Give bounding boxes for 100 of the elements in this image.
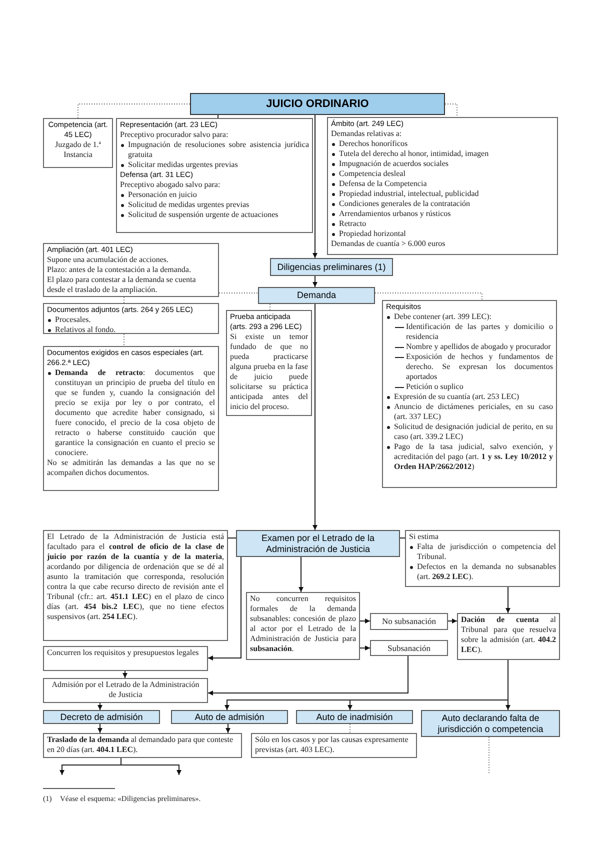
- arrow: [120, 764, 182, 776]
- list-item: Propiedad horizontal: [331, 229, 554, 239]
- arrow: [298, 556, 304, 592]
- list-item: Solicitud de designación judicial de perito, en su caso (art. 339.2 LEC): [386, 422, 553, 442]
- dotted-connector: [444, 104, 458, 118]
- box-label: Demanda: [296, 290, 336, 301]
- list-item: Solicitud de medidas urgentes previas: [120, 200, 309, 210]
- box-text: Concurren los requisitos y presupuestos legales: [47, 648, 200, 658]
- box-label: Auto de admisión: [194, 712, 264, 722]
- info-box: [43, 678, 208, 703]
- stage-box: [296, 710, 413, 724]
- box-label: Auto declarando falta de jurisdicción o competencia: [436, 712, 544, 734]
- list-item: Exposición de hechos y fundamentos de derecho. Se expresan los documentos aportados: [386, 352, 553, 382]
- box-text: No concurren requisitos formales de la demanda subsanables: concesión de plazo al actor por el Letrado de la Administración de Justicia para subsanación.: [250, 594, 356, 654]
- stage-box: [421, 710, 560, 737]
- dotted-connector: [78, 104, 190, 118]
- list-item: Condiciones generales de la contratación: [331, 199, 554, 209]
- box-text: Plazo: antes de la contestación a la demanda.: [47, 265, 192, 275]
- box-text: Traslado de la demanda al demandado para que conteste en 20 días (art. 404.1 LEC).: [47, 735, 234, 755]
- info-box: [43, 530, 228, 641]
- box-text: Dación de cuenta al Tribunal para que resuelva sobre la admisión (art. 404.2 LEC).: [461, 615, 556, 655]
- box-text: Si estima: [409, 532, 440, 542]
- list-item: Retracto: [331, 219, 554, 229]
- box-label: No subsanación: [380, 615, 438, 628]
- box-text: Preceptivo abogado salvo para:: [120, 180, 222, 190]
- arrow: [226, 724, 230, 734]
- arrow: [360, 618, 370, 624]
- box-label: Subsanación: [386, 642, 432, 655]
- list-item: Petición o suplico: [386, 382, 553, 392]
- list-item: Demanda de retracto: documentos que constituyan un principio de prueba del título en que se funden y, cuando la consignación del precio se exija por ley o por contrato, el documento que acredite haber consignado, si fuere conocido, el precio de la cosa objeto de retracto o haberse constituido caución que garantice la consignación en cuanto el precio se conociere.: [47, 368, 215, 458]
- arrow: [312, 114, 318, 258]
- info-box: [226, 310, 312, 416]
- box-label: Examen por el Letrado de la Administración de Justicia: [260, 532, 376, 554]
- list-item: Impugnación de resoluciones sobre asistencia jurídica gratuita: [120, 140, 309, 160]
- info-box: [382, 300, 557, 488]
- list-item: Identificación de las partes y domicilio o residencia: [386, 322, 553, 342]
- box-text: Preceptivo procurador salvo para:: [120, 130, 230, 140]
- box-text: No se admitirán las demandas a las que no se acompañen dichos documentos.: [47, 458, 215, 478]
- arrow: [312, 304, 318, 530]
- info-box: [43, 733, 242, 758]
- list-item: Tutela del derecho al honor, intimidad, imagen: [331, 149, 554, 159]
- arrow: [122, 670, 128, 678]
- dotted-connector: [374, 292, 482, 300]
- stage-box: [270, 258, 393, 276]
- box-text: Si existe un temor fundado de que no pueda practicarse alguna prueba en la fase de juicio puede solicitarse su práctica anticipada antes del inicio del proceso.: [230, 332, 308, 412]
- info-box: [251, 733, 417, 758]
- box-text: El Letrado de la Administración de Justicia está facultado para el control de oficio de la clase de juicio por razón de la cuantía y de la materia, acordando por diligencia de ordenación que se dé al asunto la tramitación que corresponda, resolución contra la que cabe recurso directo de revisión ante el Tribunal (cfr.: art. 451.1 LEC) en el plazo de cinco días (art. 454 bis.2 LEC), que no tiene efectos suspensivos (art. 254 LEC).: [47, 532, 224, 622]
- arrow: [60, 764, 122, 776]
- arrow: [312, 276, 318, 288]
- list-item: Impugnación de acuerdos sociales: [331, 159, 554, 169]
- box-label: Auto de inadmisión: [316, 712, 393, 722]
- dotted-connector: [488, 736, 490, 774]
- box-text: Supone una acumulación de acciones.: [47, 255, 170, 265]
- list-item: Pago de la tasa judicial, salvo exención, y acreditación del pago (art. 1 y ss. Ley 10/2012 y Orden HAP/2662/2012): [386, 442, 553, 472]
- info-box: [43, 646, 208, 671]
- box-text: Demandas de cuantía > 6.000 euros: [331, 239, 446, 249]
- list-item: Debe contener (art. 399 LEC):: [386, 312, 553, 322]
- stage-box: [236, 530, 400, 557]
- arrow: [448, 618, 458, 624]
- arrow: [208, 556, 242, 660]
- info-box: [43, 243, 219, 297]
- box-text: Admisión por el Letrado de la Administración de Justicia: [50, 680, 200, 700]
- box-text: El plazo para contestar a la demanda se cuenta desde el traslado de la ampliación.: [47, 275, 197, 295]
- info-box: [327, 117, 558, 255]
- info-box: [246, 592, 360, 660]
- list-item: Solicitud de suspensión urgente de actuaciones: [120, 210, 309, 220]
- arrow: [360, 646, 370, 650]
- info-box: [43, 303, 219, 334]
- connector-line: [120, 758, 122, 766]
- info-box: [405, 530, 560, 587]
- box-label: Diligencias preliminares (1): [277, 262, 386, 272]
- list-item: Falta de jurisdicción o competencia del Tribunal.: [409, 542, 556, 562]
- arrow: [98, 702, 102, 710]
- list-item: Procesales.: [47, 315, 215, 325]
- list-item: Personación en juicio: [120, 190, 309, 200]
- info-box: [116, 118, 313, 233]
- info-box: [370, 613, 448, 630]
- list-item: Derechos honoríficos: [331, 139, 554, 149]
- box-label: Decreto de admisión: [60, 712, 143, 722]
- list-item: Anuncio de dictámenes periciales, en su caso (art. 337 LEC): [386, 402, 553, 422]
- list-item: Defensa de la Competencia: [331, 179, 554, 189]
- stage-box: [43, 710, 160, 724]
- arrow: [506, 586, 510, 614]
- list-item: Defectos en la demanda no subsanables (art. 269.2 LEC).: [409, 562, 556, 582]
- list-item: Solicitar medidas urgentes previas: [120, 160, 309, 170]
- info-box: [370, 640, 448, 656]
- box-text: Sólo en los casos y por las causas expresamente previstas (art. 403 LEC).: [255, 735, 410, 755]
- list-item: Expresión de su cuantía (art. 253 LEC): [386, 392, 553, 402]
- arrow: [208, 656, 408, 696]
- list-item: Arrendamientos urbanos y rústicos: [331, 209, 554, 219]
- stage-box: [171, 710, 288, 724]
- box-text: Demandas relativas a:: [331, 129, 403, 139]
- list-item: Propiedad industrial, intelectual, publicidad: [331, 189, 554, 199]
- list-item: Competencia desleal: [331, 169, 554, 179]
- box-title: JUICIO ORDINARIO: [266, 98, 369, 110]
- title-box: [190, 93, 445, 115]
- info-box: [43, 346, 219, 491]
- arrow: [506, 700, 510, 710]
- list-item: Relativos al fondo.: [47, 325, 215, 333]
- stage-box: [258, 287, 375, 304]
